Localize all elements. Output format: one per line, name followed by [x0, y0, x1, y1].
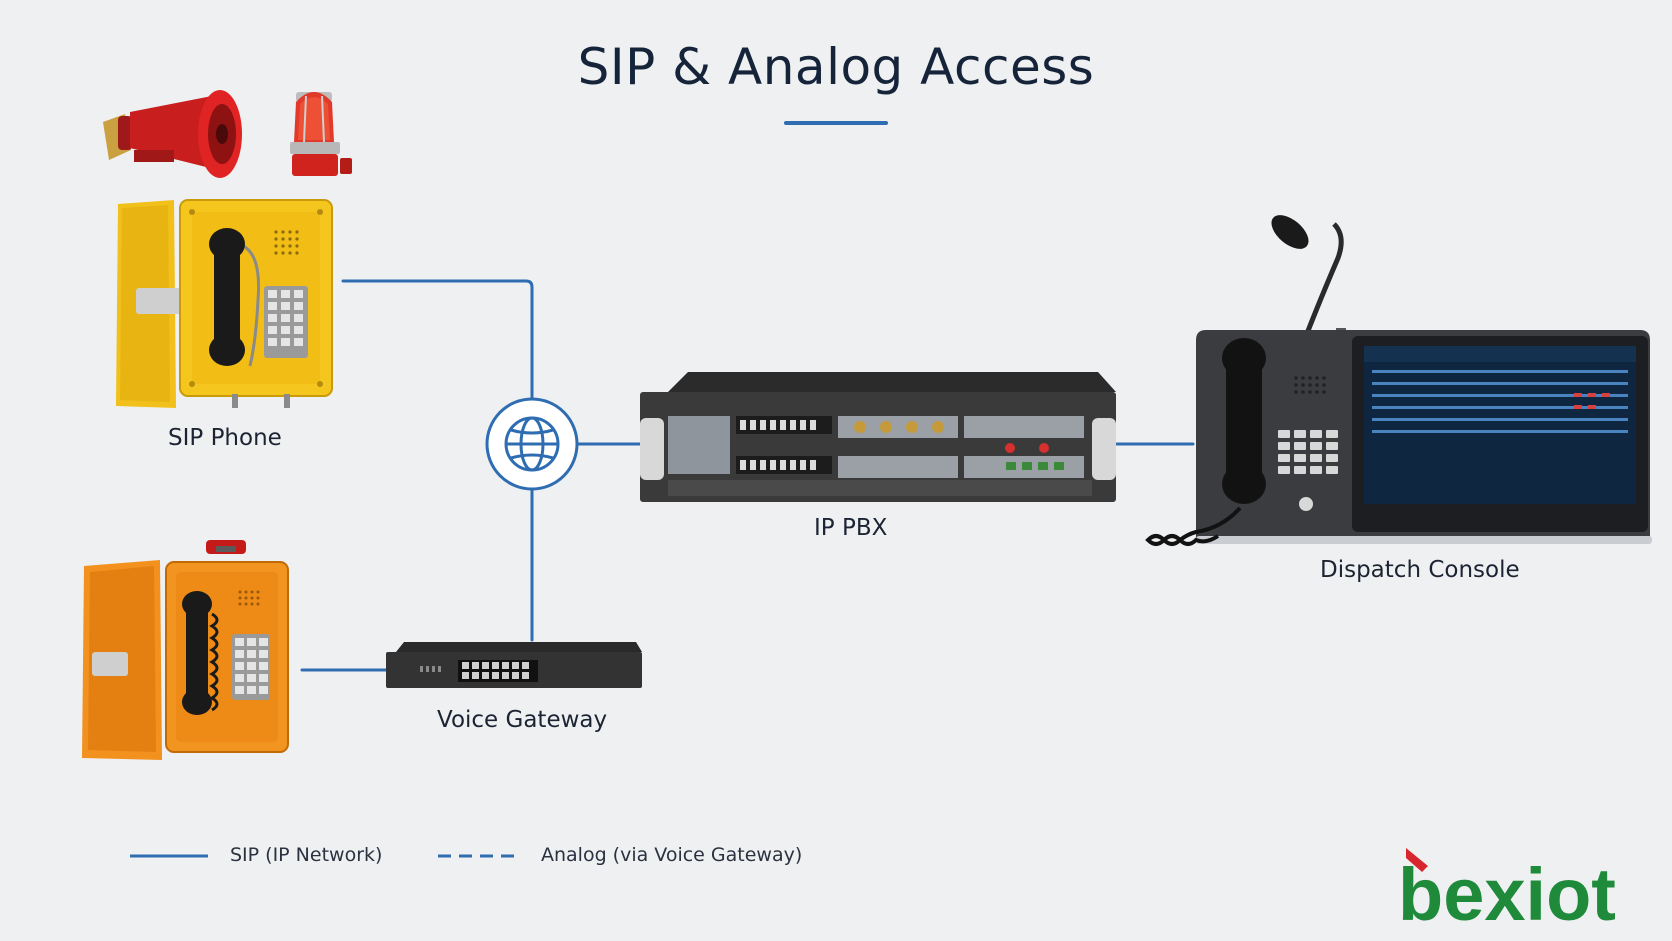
- analog-phone-device: [82, 540, 289, 760]
- bexiot-logo-text: bexiot: [1398, 853, 1616, 930]
- voice-gateway-device: [386, 642, 642, 688]
- horn-speaker-icon: [103, 90, 242, 178]
- page-title: SIP & Analog Access: [577, 38, 1095, 96]
- line-sip-phone-to-hub: [341, 279, 534, 400]
- beacon-light-icon: [290, 92, 352, 176]
- ip-pbx-label: IP PBX: [814, 515, 888, 541]
- voice-gateway-label: Voice Gateway: [437, 707, 608, 733]
- globe-icon: [485, 397, 579, 491]
- legend-analog-label: Analog (via Voice Gateway): [541, 844, 803, 866]
- bexiot-logo-mark: bexiot: [1398, 848, 1616, 936]
- title-underline: [784, 121, 888, 125]
- ip-pbx-device: [640, 372, 1116, 502]
- sip-phone-device: [116, 199, 333, 408]
- sip-phone-label: SIP Phone: [168, 425, 282, 451]
- dispatch-console-label: Dispatch Console: [1320, 557, 1520, 583]
- connection-lines: [300, 279, 1195, 672]
- bexiot-logo: bexiot: [1398, 848, 1628, 936]
- dispatch-console-device: [1145, 215, 1652, 546]
- legend-sip-label: SIP (IP Network): [230, 844, 383, 866]
